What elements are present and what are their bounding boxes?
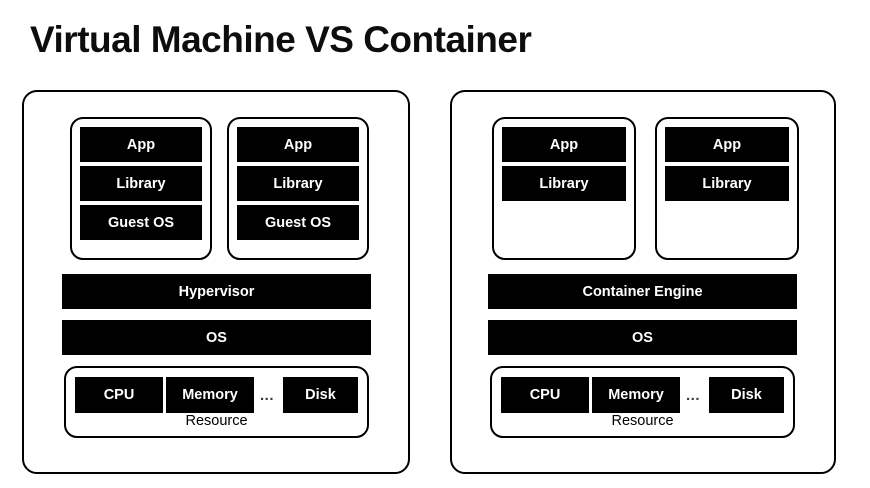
page-title: Virtual Machine VS Container (30, 19, 532, 60)
container-resource-cpu: CPU (501, 377, 589, 413)
virtual-machine-box-2: App Library Guest OS (227, 117, 369, 260)
vm-resource-box: CPU Memory ... Disk Resource (64, 366, 369, 438)
vm-resource-memory: Memory (166, 377, 254, 413)
container-resource-box: CPU Memory ... Disk Resource (490, 366, 795, 438)
container-box-1: App Library (492, 117, 636, 260)
virtual-machine-box-1: App Library Guest OS (70, 117, 212, 260)
vm2-layer-library: Library (237, 166, 359, 201)
vm2-layer-app: App (237, 127, 359, 162)
vm-resource-ellipsis: ... (254, 377, 280, 413)
container-resource-caption: Resource (611, 413, 674, 429)
container-panel: App Library App Library Container Engine… (450, 90, 836, 474)
vm-resource-cpu: CPU (75, 377, 163, 413)
vm-resource-items: CPU Memory ... Disk (75, 377, 358, 413)
ctr1-layer-library: Library (502, 166, 626, 201)
virtual-machine-panel: App Library Guest OS App Library Guest O… (22, 90, 410, 474)
ctr2-layer-app: App (665, 127, 789, 162)
container-box-2: App Library (655, 117, 799, 260)
container-resource-disk: Disk (709, 377, 784, 413)
vm-os-bar: OS (62, 320, 371, 355)
container-resource-items: CPU Memory ... Disk (501, 377, 784, 413)
vm1-layer-app: App (80, 127, 202, 162)
vm1-layer-library: Library (80, 166, 202, 201)
virtual-machine-units-row: App Library Guest OS App Library Guest O… (24, 117, 408, 262)
hypervisor-bar: Hypervisor (62, 274, 371, 309)
vm2-layer-guest-os: Guest OS (237, 205, 359, 240)
container-engine-bar: Container Engine (488, 274, 797, 309)
ctr2-layer-library: Library (665, 166, 789, 201)
container-os-bar: OS (488, 320, 797, 355)
vm1-layer-guest-os: Guest OS (80, 205, 202, 240)
container-resource-ellipsis: ... (680, 377, 706, 413)
container-resource-memory: Memory (592, 377, 680, 413)
vm-resource-caption: Resource (185, 413, 248, 429)
container-units-row: App Library App Library (452, 117, 834, 262)
ctr1-layer-app: App (502, 127, 626, 162)
vm-resource-disk: Disk (283, 377, 358, 413)
